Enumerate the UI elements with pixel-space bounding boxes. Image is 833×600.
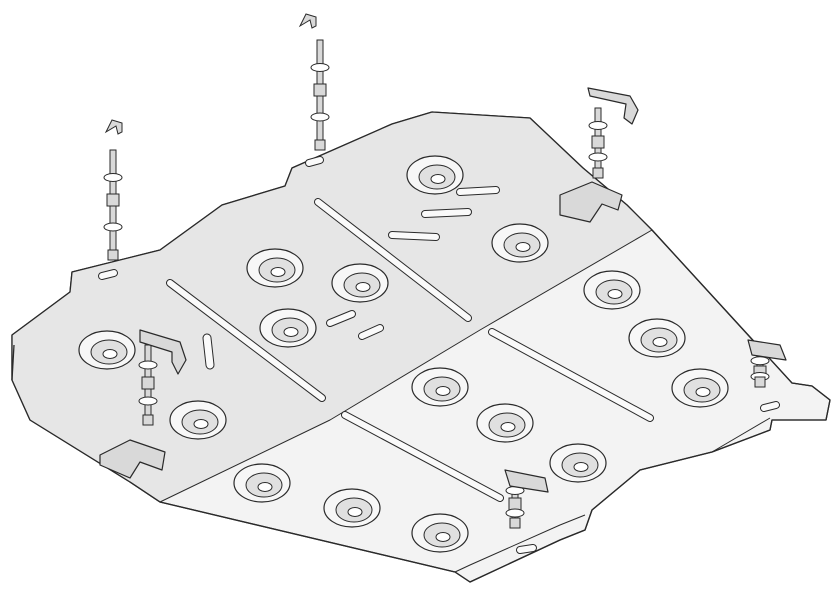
dimple-hole [695,387,711,397]
dimple-hole [193,419,209,429]
bolt-stack [310,39,330,151]
stamped-dimple [169,400,227,440]
stiffening-slot [167,280,325,401]
nut [508,497,522,511]
mounting-bracket [587,87,639,125]
dimple-hole [435,532,451,542]
vent-slot [457,187,499,195]
washer [138,396,158,406]
edge-flange [11,344,15,381]
nut [591,135,605,149]
panel-seam [159,229,653,503]
stamped-dimple [671,368,729,408]
bolt-stack [505,477,525,529]
bolt-stack [588,107,608,179]
stamped-dimple [233,463,291,503]
vent-slot [422,209,471,217]
dimple-hole [257,482,273,492]
skid-plate [11,111,831,583]
mounting-bracket [747,339,787,361]
bolt-head [314,139,326,151]
dimple-hole [355,282,371,292]
mounting-hardware [99,13,787,529]
washer [138,360,158,370]
vent-slot [327,311,355,326]
mounting-bracket [139,329,187,375]
stamped-dimple [476,403,534,443]
stiffening-slot [315,199,471,321]
bolt-head [107,249,119,261]
mount-hole [761,402,779,411]
bolt-head [142,414,154,426]
stamped-dimple [411,513,469,553]
stamped-dimple [406,155,464,195]
dimple-hole [652,337,668,347]
dimple-hole [607,289,623,299]
stamped-dimple [331,263,389,303]
vent-slot [359,325,383,339]
mount-hole [306,157,323,166]
stamped-dimple [583,270,641,310]
plate-features [78,155,780,554]
vent-slot [389,232,439,240]
nut [313,83,327,97]
plate-edge [11,111,831,583]
mounting-bracket [559,181,623,223]
washer [103,222,123,232]
dimple-hole [430,174,446,184]
bolt-head [754,376,766,388]
stamped-dimple [491,223,549,263]
dimple-hole [435,386,451,396]
washer [750,356,770,366]
nut [106,193,120,207]
side-flange [711,417,771,453]
nut [141,376,155,390]
bolt-stack [103,149,123,261]
stamped-dimple [246,248,304,288]
panel-seam [129,481,161,503]
stiffening-slot [342,412,503,501]
stamped-dimple [549,443,607,483]
mounting-bracket [99,439,166,479]
dimple-hole [500,422,516,432]
dimple-hole [283,327,299,337]
dimple-hole [347,507,363,517]
spring-clip [298,13,317,29]
bolt-head [592,167,604,179]
dimple-hole [573,462,589,472]
stamped-dimple [323,488,381,528]
dimple-hole [270,267,286,277]
stiffening-slot [489,329,653,421]
washer [310,112,330,122]
washer [505,508,525,518]
bolt-head [509,517,521,529]
stamped-dimple [411,367,469,407]
bolt-stack [750,351,770,388]
mounting-bracket [504,469,549,493]
washer [588,152,608,162]
spring-clip [104,119,123,135]
mount-hole [99,270,117,279]
mount-hole [517,545,536,553]
washer [103,173,123,182]
stamped-dimple [628,318,686,358]
plate-upper-panel [12,112,652,502]
stamped-dimple [78,330,136,370]
dimple-hole [515,242,531,252]
bolt-stack [138,344,158,426]
stamped-dimple [259,308,317,348]
vent-slot [203,334,214,369]
front-flange [454,514,586,573]
washer [310,63,330,72]
washer [588,121,608,130]
dimple-hole [102,349,118,359]
